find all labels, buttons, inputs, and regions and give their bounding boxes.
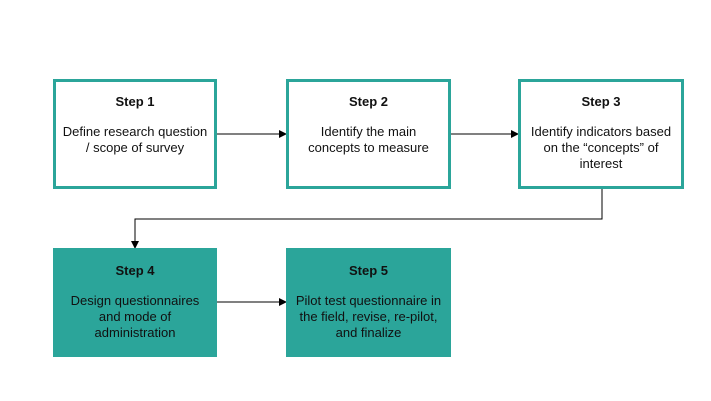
step-2-box: Step 2 Identify the main concepts to mea… bbox=[286, 79, 451, 189]
step-5-description: Pilot test questionnaire in the field, r… bbox=[295, 293, 442, 340]
step-5-title: Step 5 bbox=[348, 263, 388, 278]
step-1-title: Step 1 bbox=[115, 94, 155, 109]
step-4-description: Design questionnaires and mode of admini… bbox=[70, 293, 200, 340]
step-4-box: Step 4 Design questionnaires and mode of… bbox=[53, 248, 217, 357]
step-2-title: Step 2 bbox=[348, 94, 388, 109]
arrow-step3-to-step4 bbox=[131, 189, 603, 249]
step-2-description: Identify the main concepts to measure bbox=[308, 124, 429, 155]
step-3-description: Identify indicators based on the “concep… bbox=[530, 124, 672, 171]
step-3-title: Step 3 bbox=[581, 94, 621, 109]
step-1-box: Step 1 Define research question / scope … bbox=[53, 79, 217, 189]
step-4-title: Step 4 bbox=[115, 263, 155, 278]
step-5-box: Step 5 Pilot test questionnaire in the f… bbox=[286, 248, 451, 357]
step-1-description: Define research question / scope of surv… bbox=[62, 124, 208, 155]
step-3-box: Step 3 Identify indicators based on the … bbox=[518, 79, 684, 189]
